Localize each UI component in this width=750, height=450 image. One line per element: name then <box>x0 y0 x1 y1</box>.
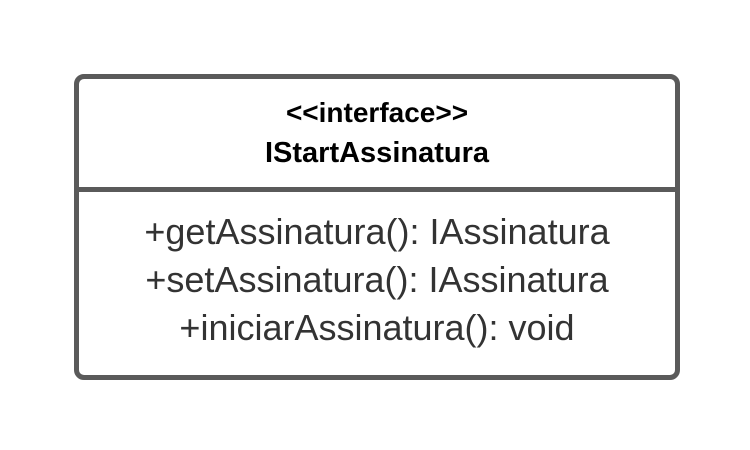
interface-box[interactable]: <<interface>> IStartAssinatura +getAssin… <box>74 74 680 380</box>
operation-get-assinatura: +getAssinatura(): IAssinatura <box>144 211 610 252</box>
interface-name: IStartAssinatura <box>264 137 489 169</box>
operation-iniciar-assinatura: +iniciarAssinatura(): void <box>179 307 575 348</box>
operation-set-assinatura: +setAssinatura(): IAssinatura <box>145 259 609 300</box>
operations-compartment: +getAssinatura(): IAssinatura +setAssina… <box>79 192 675 352</box>
stereotype-label: <<interface>> <box>285 97 469 128</box>
interface-header: <<interface>> IStartAssinatura <box>79 79 675 192</box>
